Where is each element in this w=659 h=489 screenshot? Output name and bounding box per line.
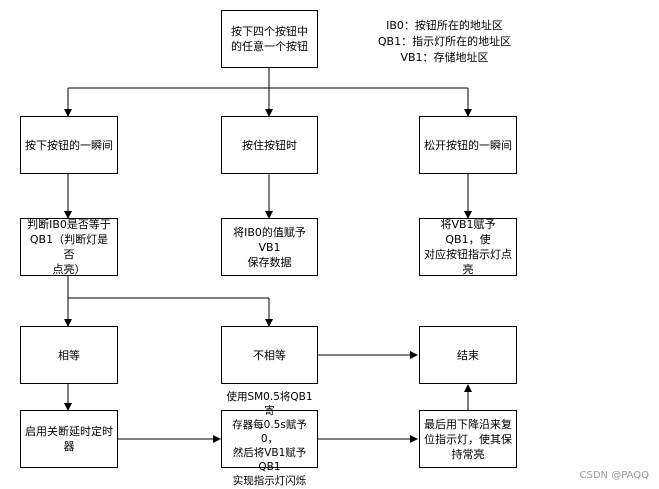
node-not-equal: 不相等 [221, 326, 318, 384]
node-assign-vb1: 将VB1赋予QB1，使 对应按钮指示灯点 亮 [419, 218, 517, 276]
legend-ib0: IB0：按钮所在的地址区 [386, 19, 503, 32]
node-end: 结束 [419, 326, 517, 384]
node-blink: 使用SM0.5将QB1寄 存器每0.5s赋予0， 然后将VB1赋予QB1 实现指… [221, 391, 318, 487]
node-start: 按下四个按钮中 的任意一个按钮 [221, 10, 318, 68]
node-release-moment: 松开按钮的一瞬间 [419, 116, 517, 174]
legend-vb1: VB1：存储地址区 [400, 51, 489, 64]
node-hold: 按住按钮时 [221, 116, 318, 174]
watermark: CSDN @PAQQ [579, 470, 650, 481]
legend: IB0：按钮所在的地址区 QB1：指示灯所在的地址区 VB1：存储地址区 [372, 18, 517, 66]
node-judge: 判断IB0是否等于 QB1（判断灯是否 点亮） [20, 218, 118, 276]
node-equal: 相等 [20, 326, 118, 384]
node-assign-ib0: 将IB0的值赋予VB1 保存数据 [221, 218, 318, 276]
node-restore: 最后用下降沿来复 位指示灯，使其保 持常亮 [419, 410, 517, 468]
node-timer: 启用关断延时定时 器 [20, 410, 118, 468]
node-press-moment: 按下按钮的一瞬间 [20, 116, 118, 174]
legend-qb1: QB1：指示灯所在的地址区 [377, 35, 512, 48]
